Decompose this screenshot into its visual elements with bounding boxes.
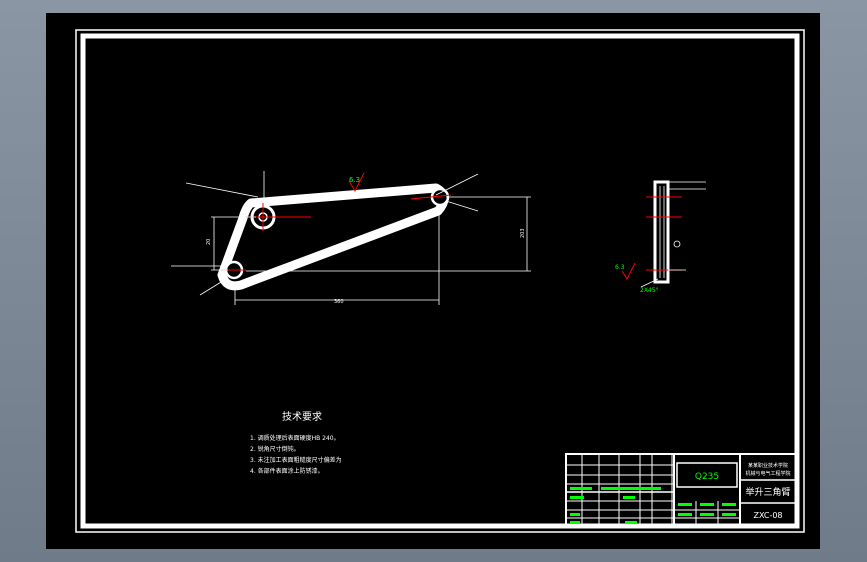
school-subtitle: 机械与电气工程学院 [745, 470, 790, 477]
title-block: Q235 某某职业技术学院 机械与电气工程学院 举升三角臂 ZXC-08 [565, 453, 798, 527]
grid-label [601, 487, 661, 490]
grid-label [623, 496, 635, 499]
grid-label [570, 521, 580, 524]
grid-label [570, 513, 580, 516]
grid-label [722, 503, 736, 506]
outer-border [75, 29, 805, 533]
side-symbol [673, 240, 681, 248]
side-roughness-label: 6.3 [615, 264, 625, 271]
drawing-sheet: 360 203 20 6.3 6.3 2X45° [75, 29, 805, 533]
tech-requirements-title: 技术要求 [282, 410, 322, 423]
leader-line [435, 173, 479, 196]
school-name: 某某职业技术学院 [748, 462, 788, 469]
dim-horizontal: 360 [334, 299, 344, 305]
side-roughness-symbol [621, 262, 636, 281]
grid-label [700, 503, 714, 506]
tech-requirement-item: 2. 锐角尺寸倒钝。 [250, 445, 300, 453]
material-label: Q235 [695, 472, 719, 482]
leader-line [185, 182, 259, 198]
main-roughness-label: 6.3 [349, 176, 360, 184]
tech-requirement-item: 1. 调质处理后表面硬度HB 240。 [250, 434, 340, 442]
side-profile [653, 180, 670, 284]
tech-requirement-item: 3. 未注加工表面粗糙度尺寸偏差为 [250, 456, 342, 464]
chamfer-note: 2X45° [640, 287, 659, 294]
inner-border [80, 33, 800, 529]
tech-requirement-item: 4. 各部件表面涂上防锈漆。 [250, 467, 324, 475]
dim-left: 20 [206, 239, 212, 245]
centerline [410, 194, 452, 200]
cad-viewport[interactable]: 360 203 20 6.3 6.3 2X45° [46, 13, 820, 549]
grid-label [570, 496, 584, 499]
grid-label [678, 503, 692, 506]
leader-line [445, 200, 479, 212]
material-cell [676, 462, 738, 488]
drawing-number: ZXC-08 [753, 511, 782, 520]
title-block-frame [565, 453, 798, 527]
side-view: 6.3 2X45° [615, 180, 706, 294]
front-view: 360 203 20 6.3 [171, 171, 531, 305]
grid-label [722, 513, 736, 516]
grid-label [678, 513, 692, 516]
grid-label [700, 513, 714, 516]
dim-vertical: 203 [520, 228, 526, 238]
part-name: 举升三角臂 [745, 486, 790, 498]
tech-requirements: 技术要求 1. 调质处理后表面硬度HB 240。 2. 锐角尺寸倒钝。 3. 未… [250, 410, 342, 475]
roughness-symbol [348, 172, 365, 193]
grid-label [570, 487, 592, 490]
grid-label [625, 521, 637, 524]
leader-line [199, 278, 227, 296]
leader-line [640, 278, 659, 288]
